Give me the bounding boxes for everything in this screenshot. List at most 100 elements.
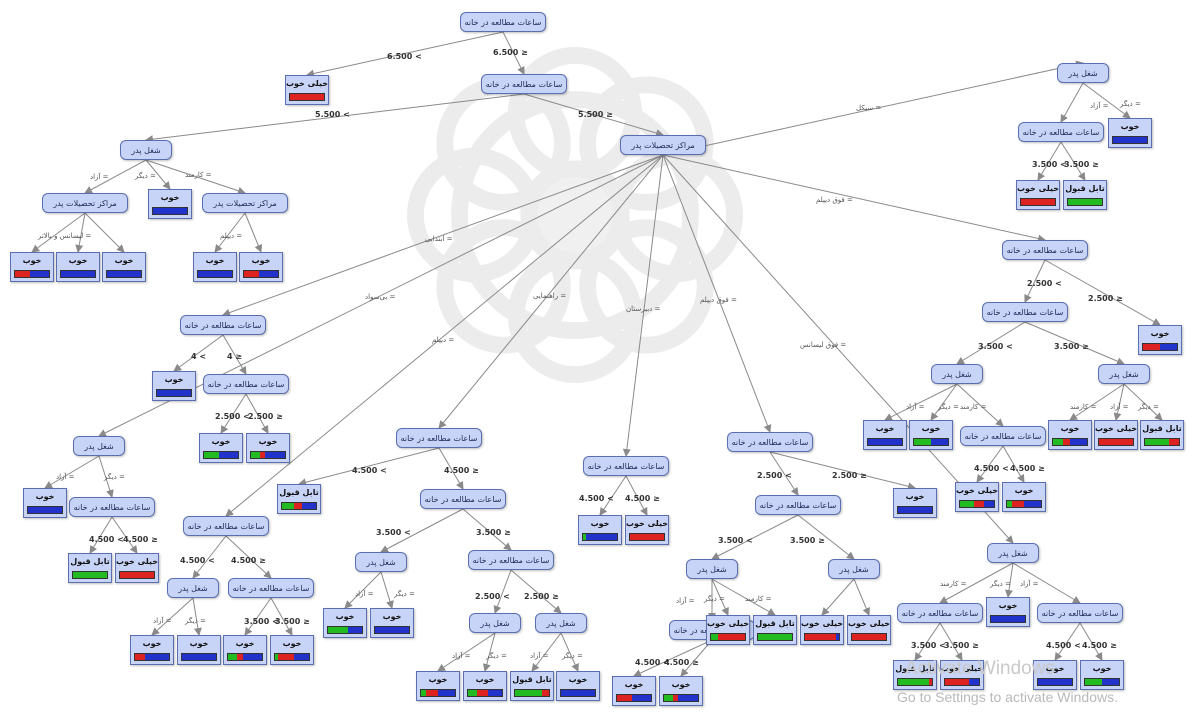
leaf-node[interactable]: خوب xyxy=(1080,660,1124,690)
tree-edge xyxy=(145,93,525,144)
tree-node[interactable]: ساعات مطالعه در خانه xyxy=(481,74,567,94)
leaf-label: خوب xyxy=(428,675,448,684)
tree-node[interactable]: ساعات مطالعه در خانه xyxy=(468,550,554,570)
leaf-node[interactable]: تابل قبول xyxy=(277,484,321,514)
tree-edge xyxy=(1079,622,1103,661)
class-distribution-bar xyxy=(119,571,155,579)
tree-node[interactable]: مراکز تحصیلات پدر xyxy=(620,135,706,155)
class-share-segment xyxy=(438,690,455,696)
leaf-node[interactable]: خیلی خوب xyxy=(940,660,984,690)
tree-node[interactable]: ساعات مطالعه در خانه xyxy=(982,302,1068,322)
leaf-node[interactable]: تابل قبول xyxy=(68,553,112,583)
tree-node[interactable]: مراکز تحصیلات پدر xyxy=(202,193,288,213)
leaf-node[interactable]: خیلی خوب xyxy=(285,75,329,105)
leaf-node[interactable]: خیلی خوب xyxy=(625,515,669,545)
tree-node[interactable]: ساعات مطالعه در خانه xyxy=(583,456,669,476)
tree-node[interactable]: ساعات مطالعه در خانه xyxy=(69,497,155,517)
leaf-node[interactable]: خوب xyxy=(23,488,67,518)
tree-node[interactable]: ساعات مطالعه در خانه xyxy=(420,489,506,509)
leaf-node[interactable]: خوب xyxy=(130,635,174,665)
tree-edge xyxy=(560,632,579,672)
tree-node[interactable]: ساعات مطالعه در خانه xyxy=(1002,240,1088,260)
leaf-node[interactable]: خوب xyxy=(863,420,907,450)
leaf-node[interactable]: خوب xyxy=(1002,482,1046,512)
edge-condition-label: = دیگر xyxy=(486,652,507,660)
leaf-node[interactable]: تابل قبول xyxy=(1140,420,1184,450)
leaf-node[interactable]: خوب xyxy=(1108,118,1152,148)
leaf-node[interactable]: تابل قبول xyxy=(510,671,554,701)
leaf-node[interactable]: خوب xyxy=(986,597,1030,627)
tree-node[interactable]: ساعات مطالعه در خانه xyxy=(1037,603,1123,623)
leaf-node[interactable]: خوب xyxy=(1033,660,1077,690)
tree-node[interactable]: شغل پدر xyxy=(167,578,219,598)
tree-node[interactable]: شغل پدر xyxy=(987,543,1039,563)
tree-node[interactable]: ساعات مطالعه در خانه xyxy=(180,315,266,335)
leaf-node[interactable]: خیلی خوب xyxy=(1094,420,1138,450)
tree-node[interactable]: ساعات مطالعه در خانه xyxy=(396,428,482,448)
leaf-node[interactable]: خوب xyxy=(148,189,192,219)
leaf-node[interactable]: خوب xyxy=(239,252,283,282)
leaf-node[interactable]: خوب xyxy=(246,433,290,463)
leaf-node[interactable]: خیلی خوب xyxy=(847,615,891,645)
tree-node[interactable]: ساعات مطالعه در خانه xyxy=(960,426,1046,446)
leaf-node[interactable]: خیلی خوب xyxy=(706,615,750,645)
tree-node[interactable]: شغل پدر xyxy=(469,613,521,633)
leaf-node[interactable]: خوب xyxy=(1048,420,1092,450)
leaf-node[interactable]: خوب xyxy=(893,488,937,518)
tree-node[interactable]: شغل پدر xyxy=(120,140,172,160)
tree-node[interactable]: شغل پدر xyxy=(1098,364,1150,384)
leaf-node[interactable]: خوب xyxy=(199,433,243,463)
leaf-node[interactable]: خیلی خوب xyxy=(115,553,159,583)
tree-node[interactable]: ساعات مطالعه در خانه xyxy=(897,603,983,623)
leaf-node[interactable]: خیلی خوب xyxy=(800,615,844,645)
leaf-node[interactable]: خوب xyxy=(578,515,622,545)
leaf-label: خوب xyxy=(475,675,495,684)
tree-node[interactable]: ساعات مطالعه در خانه xyxy=(1018,122,1104,142)
leaf-node[interactable]: تابل قبول xyxy=(753,615,797,645)
tree-node[interactable]: ساعات مطالعه در خانه xyxy=(460,12,546,32)
tree-edge xyxy=(438,447,464,490)
leaf-node[interactable]: خوب xyxy=(152,371,196,401)
tree-node[interactable]: شغل پدر xyxy=(355,552,407,572)
tree-node[interactable]: ساعات مطالعه در خانه xyxy=(755,495,841,515)
edge-condition-label: > 2.500 xyxy=(757,471,792,480)
leaf-node[interactable]: خوب xyxy=(56,252,100,282)
leaf-node[interactable]: خوب xyxy=(10,252,54,282)
leaf-node[interactable]: خوب xyxy=(463,671,507,701)
class-share-segment xyxy=(153,208,187,214)
leaf-node[interactable]: خوب xyxy=(223,635,267,665)
tree-node[interactable]: ساعات مطالعه در خانه xyxy=(727,432,813,452)
tree-node[interactable]: شغل پدر xyxy=(535,613,587,633)
tree-node[interactable]: ساعات مطالعه در خانه xyxy=(228,578,314,598)
leaf-node[interactable]: خوب xyxy=(909,420,953,450)
tree-node[interactable]: شغل پدر xyxy=(686,559,738,579)
leaf-node[interactable]: خوب xyxy=(270,635,314,665)
leaf-node[interactable]: خوب xyxy=(612,676,656,706)
leaf-node[interactable]: خوب xyxy=(323,608,367,638)
tree-node[interactable]: شغل پدر xyxy=(931,364,983,384)
tree-node[interactable]: ساعات مطالعه در خانه xyxy=(183,516,269,536)
class-share-segment xyxy=(421,690,427,696)
leaf-node[interactable]: تابل قبول xyxy=(1063,180,1107,210)
leaf-node[interactable]: خیلی خوب xyxy=(1016,180,1060,210)
tree-node[interactable]: شغل پدر xyxy=(73,436,125,456)
leaf-node[interactable]: خوب xyxy=(1138,325,1182,355)
leaf-node[interactable]: خوب xyxy=(556,671,600,701)
tree-edge xyxy=(380,508,464,553)
leaf-node[interactable]: خوب xyxy=(177,635,221,665)
leaf-node[interactable]: خوب xyxy=(416,671,460,701)
tree-node[interactable]: شغل پدر xyxy=(828,559,880,579)
leaf-node[interactable]: تابل قبول xyxy=(893,660,937,690)
leaf-node[interactable]: خوب xyxy=(370,608,414,638)
leaf-node[interactable]: خیلی خوب xyxy=(955,482,999,512)
class-share-segment xyxy=(758,634,792,640)
class-share-segment xyxy=(302,503,316,509)
class-distribution-bar xyxy=(897,506,933,514)
tree-node[interactable]: مراکز تحصیلات پدر xyxy=(42,193,128,213)
leaf-node[interactable]: خوب xyxy=(659,676,703,706)
tree-node[interactable]: ساعات مطالعه در خانه xyxy=(203,374,289,394)
leaf-node[interactable]: خوب xyxy=(193,252,237,282)
tree-node[interactable]: شغل پدر xyxy=(1057,63,1109,83)
leaf-node[interactable]: خوب xyxy=(102,252,146,282)
